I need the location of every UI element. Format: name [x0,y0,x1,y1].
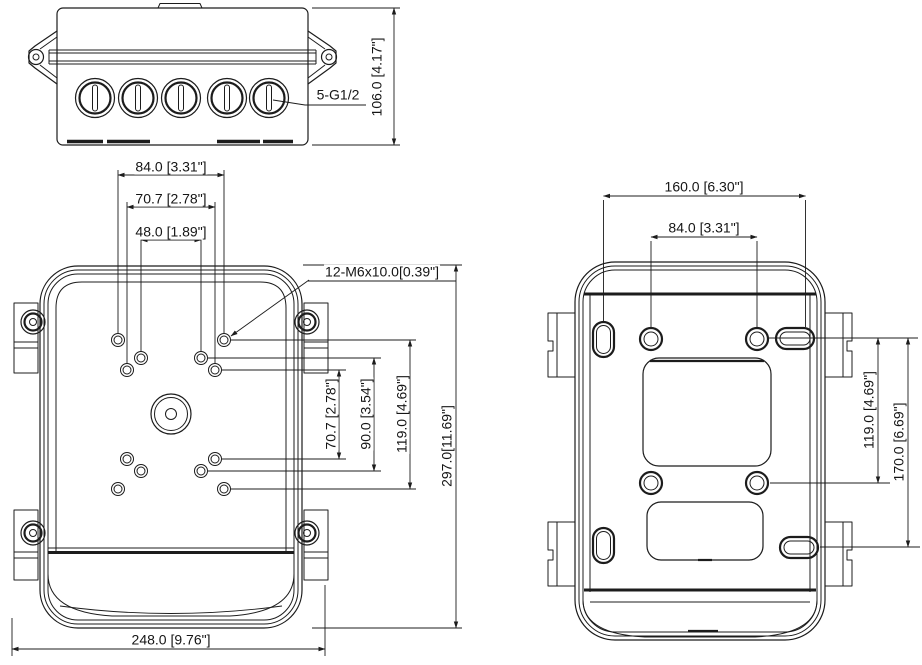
mounting-hole-top-right [744,326,770,352]
corner-clip-bottom-left [13,509,46,581]
dim-back-height-inner: 119.0 [4.69"] [860,370,877,450]
side-clip-top-right [825,312,853,378]
mounting-slot-top-left [591,320,616,359]
dim-top-height: 106.0 [4.17"] [368,36,385,118]
cable-cutout-upper [642,357,772,467]
dim-front-height-mid: 90.0 [3.54"] [357,377,374,451]
dim-front-total-height: 297.0[11.69"] [438,404,455,488]
dim-front-total-width: 248.0 [9.76"] [130,631,212,648]
screw-note-leader [230,279,456,337]
dim-front-width-mid: 70.7 [2.78"] [134,190,208,207]
label-screw-note: 12-M6x10.0[0.39"] [324,263,440,280]
dim-front-height-inner: 70.7 [2.78"] [322,377,339,451]
label-port-thread: 5-G1/2 [315,86,361,103]
corner-clip-bottom-right [294,509,329,581]
corner-clip-top-right [294,302,329,374]
dim-front-height-outer: 119.0 [4.69"] [393,374,410,454]
lid-seam [48,49,317,65]
mounting-slot-bottom-left [591,526,616,565]
door-face [55,281,287,552]
mounting-hole-top-left [638,326,664,352]
dimension-lines-top-view [312,7,400,146]
center-hub [150,393,192,435]
dim-back-height-outer: 170.0 [6.69"] [890,401,907,483]
dim-front-width-inner: 48.0 [1.89"] [134,223,208,240]
side-clip-bottom-right [825,521,853,587]
dim-back-width-outer: 160.0 [6.30"] [663,178,745,195]
back-plate [582,292,818,638]
dim-back-width-inner: 84.0 [3.31"] [667,219,741,236]
side-clip-bottom-left [547,521,575,587]
cable-cutout-lower [646,501,764,562]
side-clip-top-left [547,312,575,378]
dimension-lines-back-view [603,193,920,548]
mounting-hole-mid-right [744,470,770,496]
mounting-hole-mid-left [638,470,664,496]
corner-clip-top-left [13,302,46,374]
mounting-slot-top-right [774,326,816,351]
back-view [547,193,920,641]
dim-front-width-outer: 84.0 [3.31"] [134,158,208,175]
mounting-ear-right [307,30,338,85]
mounting-ear-left [27,30,58,85]
mounting-slot-bottom-right [778,535,820,560]
front-view [11,170,462,656]
lid-tab [157,3,203,9]
port-leader-line [272,99,366,106]
top-view [27,3,400,146]
conduit-knockouts [74,77,290,119]
